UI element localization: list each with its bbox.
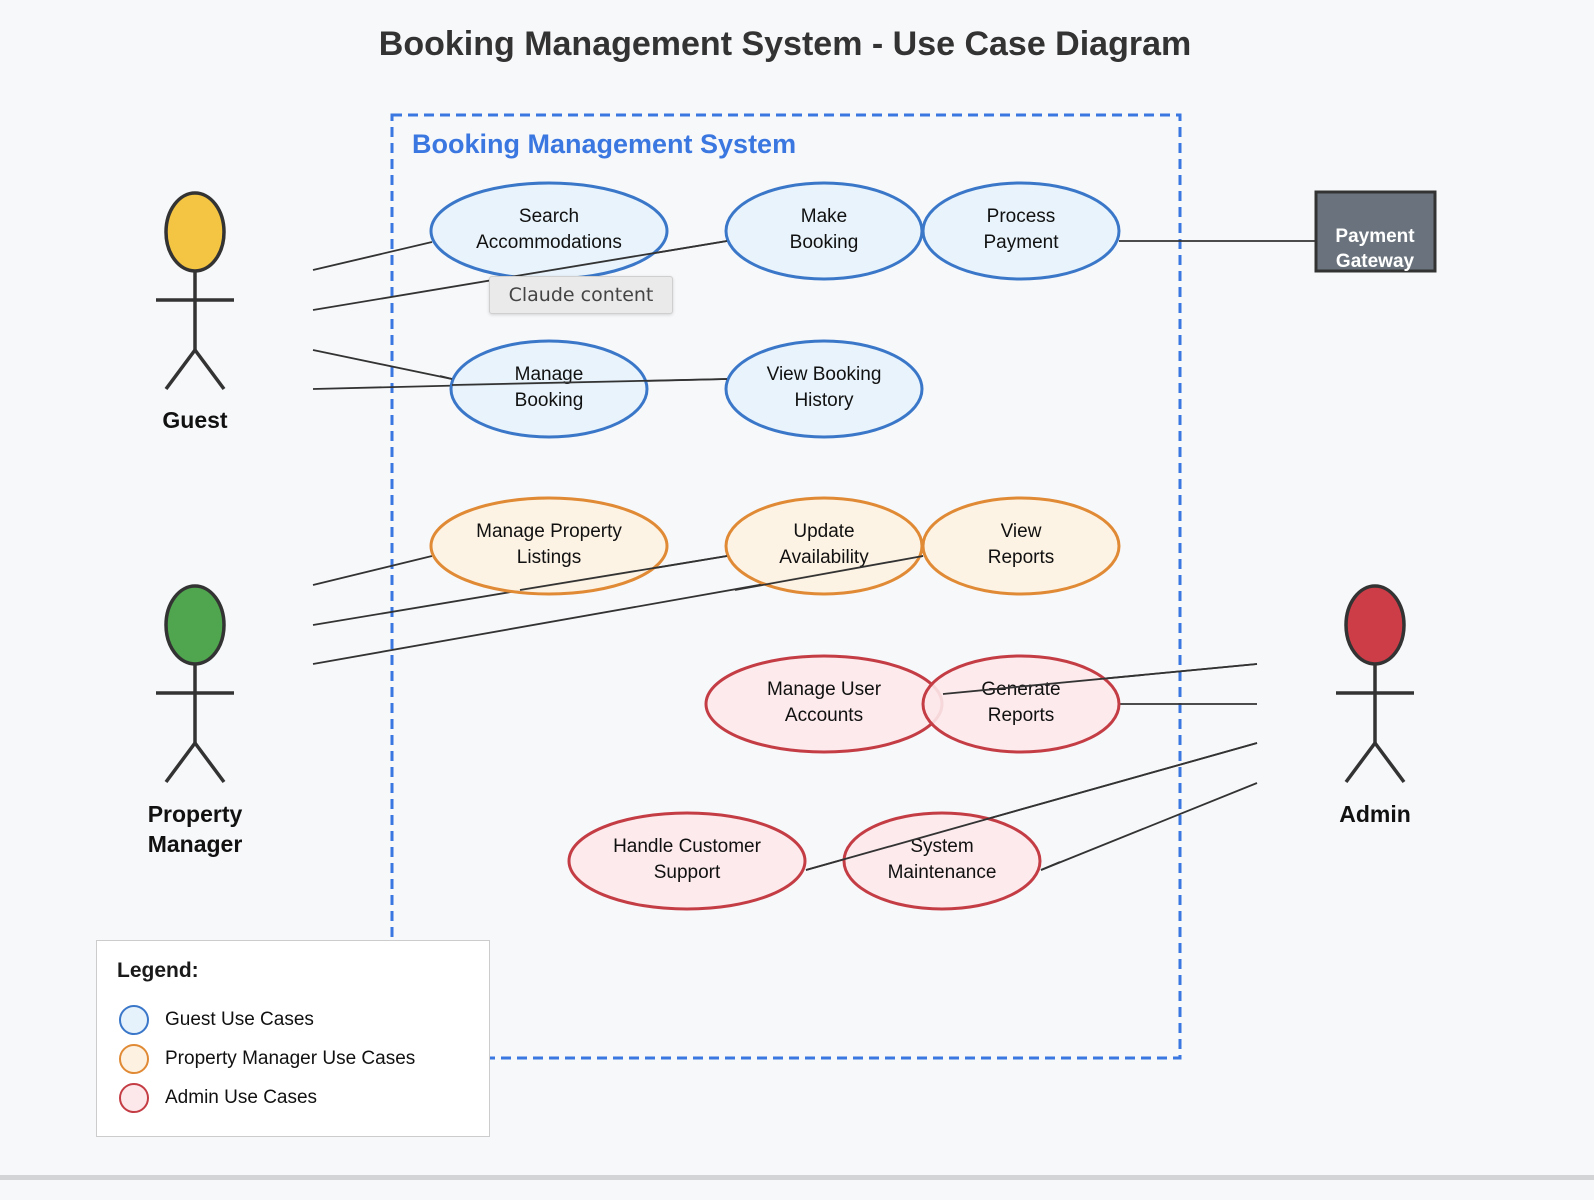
assoc-guest-manage-booking bbox=[312, 349, 453, 380]
use-case-label: Maintenance bbox=[888, 862, 997, 883]
use-case-label: Listings bbox=[517, 547, 581, 568]
use-case-manage-booking[interactable]: Manage Booking bbox=[449, 339, 649, 439]
use-case-label: Payment bbox=[984, 232, 1060, 253]
use-case-label: Accounts bbox=[785, 705, 863, 726]
system-boundary bbox=[390, 113, 1182, 1060]
payment-gateway-label-line1: Payment bbox=[1335, 226, 1415, 247]
use-case-label: Manage Property bbox=[476, 521, 622, 542]
use-case-label: Accommodations bbox=[476, 232, 622, 253]
use-case-label: Handle Customer bbox=[613, 836, 762, 857]
legend-title: Legend: bbox=[117, 959, 199, 982]
system-boundary-label: Booking Management System bbox=[412, 129, 796, 159]
assoc-admin-maintenance-overlay bbox=[1040, 861, 1061, 871]
use-case-system-maintenance[interactable]: System Maintenance bbox=[842, 811, 1042, 911]
legend-label: Guest Use Cases bbox=[165, 1009, 314, 1030]
use-case-label: Search bbox=[519, 206, 579, 227]
use-case-view-booking-history[interactable]: View Booking History bbox=[724, 339, 924, 439]
use-case-make-booking[interactable]: Make Booking bbox=[724, 181, 924, 281]
use-case-label: Manage bbox=[515, 364, 584, 385]
legend-swatch-admin bbox=[119, 1083, 149, 1113]
actor-property-manager[interactable] bbox=[156, 584, 234, 784]
use-case-label: Process bbox=[987, 206, 1056, 227]
actor-head bbox=[1344, 584, 1406, 666]
use-case-manage-user-accounts[interactable]: Manage User Accounts bbox=[704, 654, 944, 754]
assoc-manager-availability-overlay bbox=[519, 555, 728, 591]
actor-label-guest: Guest bbox=[162, 407, 228, 433]
assoc-admin-user-accounts-overlay bbox=[942, 663, 1258, 695]
assoc-admin-maintenance bbox=[1040, 782, 1258, 871]
use-case-view-reports[interactable]: View Reports bbox=[921, 496, 1121, 596]
actor-guest[interactable] bbox=[156, 191, 234, 391]
actor-label-admin: Admin bbox=[1339, 801, 1411, 827]
actor-label-property-manager-line2: Manager bbox=[148, 831, 243, 857]
use-case-label: Support bbox=[654, 862, 721, 883]
legend-label: Property Manager Use Cases bbox=[165, 1048, 416, 1069]
actor-head bbox=[164, 191, 226, 273]
legend-swatch-property-manager bbox=[119, 1044, 149, 1074]
use-case-label: View Booking bbox=[767, 364, 882, 385]
legend-label: Admin Use Cases bbox=[165, 1087, 318, 1108]
use-case-label: Availability bbox=[779, 547, 869, 568]
use-case-manage-property-listings[interactable]: Manage Property Listings bbox=[429, 496, 669, 596]
use-case-update-availability[interactable]: Update Availability bbox=[724, 496, 924, 596]
legend-item-guest: Guest Use Cases bbox=[119, 1003, 314, 1037]
payment-gateway-label-line2: Gateway bbox=[1336, 251, 1415, 272]
assoc-guest-view-history-overlay bbox=[451, 378, 728, 386]
use-case-label: Booking bbox=[515, 390, 584, 411]
window-bottom-edge bbox=[0, 1175, 1594, 1180]
use-case-label: Reports bbox=[988, 705, 1055, 726]
use-case-label: Manage User bbox=[767, 679, 882, 700]
actor-payment-gateway[interactable]: Payment Gateway bbox=[1314, 190, 1437, 273]
assoc-guest-search bbox=[312, 241, 433, 271]
use-case-search-accommodations[interactable]: Search Accommodations bbox=[429, 181, 669, 281]
legend-item-property-manager: Property Manager Use Cases bbox=[119, 1042, 415, 1076]
legend-swatch-guest bbox=[119, 1005, 149, 1035]
legend-item-admin: Admin Use Cases bbox=[119, 1081, 317, 1115]
tooltip: Claude content bbox=[489, 276, 673, 314]
use-case-handle-customer-support[interactable]: Handle Customer Support bbox=[567, 811, 807, 911]
assoc-manager-reports-overlay bbox=[734, 555, 924, 591]
assoc-admin-customer-support-overlay bbox=[805, 742, 1258, 871]
page-title: Booking Management System - Use Case Dia… bbox=[379, 25, 1191, 63]
use-case-label: View bbox=[1001, 521, 1042, 542]
use-case-label: Reports bbox=[988, 547, 1055, 568]
assoc-guest-manage-booking-overlay bbox=[439, 375, 453, 380]
use-case-label: Update bbox=[793, 521, 854, 542]
assoc-manager-listings bbox=[312, 555, 433, 586]
legend: Legend: Guest Use Cases Property Manager… bbox=[96, 940, 490, 1137]
use-case-label: Make bbox=[801, 206, 847, 227]
actor-label-property-manager-line1: Property bbox=[148, 801, 243, 827]
actor-head bbox=[164, 584, 226, 666]
actor-admin[interactable] bbox=[1336, 584, 1414, 784]
use-case-label: System bbox=[910, 836, 973, 857]
use-case-label: Booking bbox=[790, 232, 859, 253]
use-case-generate-reports[interactable]: Generate Reports bbox=[921, 654, 1121, 754]
assoc-guest-make-booking-overlay bbox=[509, 240, 728, 278]
use-case-process-payment[interactable]: Process Payment bbox=[921, 181, 1121, 281]
use-case-label: History bbox=[794, 390, 854, 411]
